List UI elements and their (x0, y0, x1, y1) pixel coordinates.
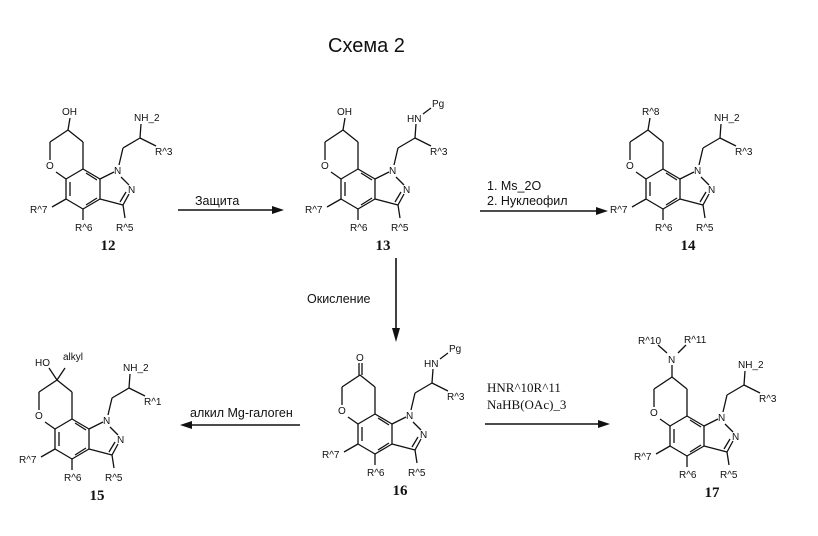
substituent-r6: R^6 (655, 223, 673, 234)
label-amine-reagent: HNR^10R^11 (487, 380, 561, 395)
ring-n1: N (389, 166, 396, 177)
compound-17: ONNR^5R^6R^7R^3NH_2NR^10R^1117 (634, 335, 777, 501)
ring-n2: N (128, 185, 135, 196)
ring-n1: N (694, 166, 701, 177)
protecting-group: Pg (432, 99, 444, 110)
compound-bonds (50, 118, 156, 220)
arrow-substitution (480, 207, 608, 215)
compound-number: 14 (681, 238, 697, 254)
substituent-side-chain-r: R^3 (759, 394, 777, 405)
label-protection: Защита (195, 194, 239, 208)
substituent-r5: R^5 (105, 473, 123, 484)
amine-nh2: NH_2 (714, 113, 740, 124)
compound-15: O NN R^5 R^6 R^7 R^1 NH_2 HO alkyl 15 (19, 352, 162, 504)
substituent-r7: R^7 (610, 205, 628, 216)
substituent-r6: R^6 (350, 223, 368, 234)
arrow-grignard (180, 421, 300, 429)
amino-nitrogen: N (668, 355, 675, 366)
label-step-nucleophile: 2. Нуклеофил (487, 194, 568, 208)
label-reductant: NaHB(OAc)_3 (487, 397, 566, 412)
ring-n1: N (114, 166, 121, 177)
label-grignard: алкил Mg-галоген (190, 406, 293, 420)
compound-number: 15 (90, 488, 105, 504)
substituent-side-chain-r: R^3 (735, 147, 753, 158)
compound-number: 17 (705, 485, 721, 501)
ring-n1: N (103, 416, 110, 427)
substituent-r11: R^11 (684, 335, 707, 346)
ring-n2: N (117, 435, 124, 446)
substituent-r5: R^5 (408, 468, 426, 479)
hydroxyl-group: OH (337, 107, 352, 118)
ring-oxygen: O (321, 161, 329, 172)
hydroxyl-group: HO (35, 358, 50, 369)
carbonyl-oxygen: O (356, 353, 364, 364)
substituent-side-chain-r: R^3 (155, 147, 173, 158)
ring-n1: N (718, 413, 725, 424)
alkyl-group: alkyl (63, 352, 83, 363)
substituent-r5: R^5 (116, 223, 134, 234)
ring-n1: N (406, 411, 413, 422)
amine-nh: HN (407, 114, 421, 125)
hydroxyl-group: OH (62, 107, 77, 118)
ring-oxygen: O (626, 161, 634, 172)
compound-13: O NN R^5 R^6 R^7 R^3 HN PgOH 13 (305, 99, 448, 254)
substituent-r7: R^7 (305, 205, 323, 216)
ring-n2: N (732, 432, 739, 443)
substituent-r5: R^5 (720, 470, 738, 481)
compound-bonds (630, 118, 736, 220)
compound-16: O NN R^5 R^6 R^7 R^3 HN PgO 16 (322, 344, 465, 499)
substituent-r6: R^6 (75, 223, 93, 234)
amine-nh: HN (424, 359, 438, 370)
protecting-group: Pg (449, 344, 461, 355)
substituent-r6: R^6 (367, 468, 385, 479)
arrow-reductive-amination (485, 420, 610, 428)
substituent-side-chain-r: R^3 (447, 392, 465, 403)
compound-number: 13 (376, 238, 391, 254)
ring-oxygen: O (650, 408, 658, 419)
ring-oxygen: O (46, 161, 54, 172)
substituent-r7: R^7 (19, 455, 37, 466)
substituent-r7: R^7 (322, 450, 340, 461)
substituent-r7: R^7 (634, 452, 652, 463)
label-step-mesylation: 1. Ms_2O (487, 179, 541, 193)
amine-nh2: NH_2 (123, 363, 149, 374)
ring-n2: N (420, 430, 427, 441)
ring-n2: N (403, 185, 410, 196)
substituent-r5: R^5 (696, 223, 714, 234)
label-oxidation: Окисление (307, 292, 371, 306)
compound-14: O NN R^5 R^6 R^7 R^3 NH_2 R^8 14 (610, 107, 753, 254)
compound-number: 12 (101, 238, 116, 254)
substituent-r7: R^7 (30, 205, 48, 216)
substituent-side-chain-r: R^3 (430, 147, 448, 158)
arrow-oxidation (392, 258, 400, 342)
ring-n2: N (708, 185, 715, 196)
amine-nh2: NH_2 (134, 113, 160, 124)
compound-12: O NN R^5 R^6 R^7 R^3 NH_2 OH 12 (30, 107, 173, 254)
substituent-side-chain-r: R^1 (144, 397, 162, 408)
amine-nh2: NH_2 (738, 360, 764, 371)
substituent-r6: R^6 (679, 470, 697, 481)
substituent-r6: R^6 (64, 473, 82, 484)
ring-oxygen: O (338, 406, 346, 417)
compound-bonds (39, 368, 145, 470)
compound-number: 16 (393, 483, 409, 499)
scheme-title: Схема 2 (328, 35, 405, 57)
ring-oxygen: O (35, 411, 43, 422)
substituent-r5: R^5 (391, 223, 409, 234)
substituent-r10: R^10 (638, 336, 661, 347)
substituent-r8: R^8 (642, 107, 660, 118)
